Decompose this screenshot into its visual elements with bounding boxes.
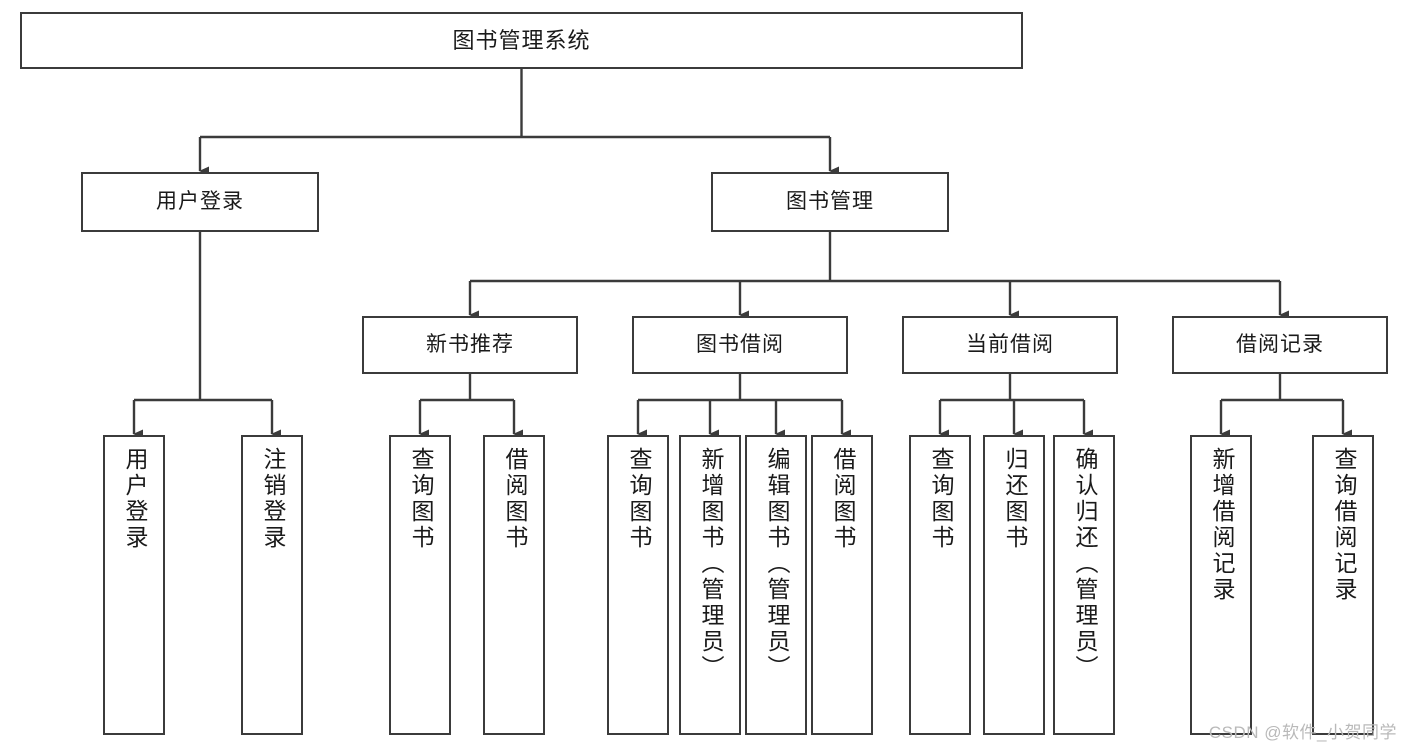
node-label: 用户登录 [156, 189, 244, 213]
node-records[interactable]: 借阅记录 [1172, 316, 1388, 374]
node-l-bb-edit[interactable]: 编辑图书（管理员） [745, 435, 807, 735]
node-label: 新增借阅记录 [1208, 447, 1235, 603]
node-newbook[interactable]: 新书推荐 [362, 316, 578, 374]
node-label: 借阅记录 [1236, 332, 1324, 356]
node-label: 查询图书 [927, 447, 954, 551]
node-root[interactable]: 图书管理系统 [20, 12, 1023, 69]
node-label: 图书管理系统 [452, 27, 591, 53]
node-current[interactable]: 当前借阅 [902, 316, 1118, 374]
node-label: 借阅图书 [829, 447, 856, 551]
node-bookmgmt[interactable]: 图书管理 [711, 172, 949, 232]
node-l-userlogin[interactable]: 用户登录 [103, 435, 165, 735]
node-l-bb-lend[interactable]: 借阅图书 [811, 435, 873, 735]
node-l-cb-ret[interactable]: 归还图书 [983, 435, 1045, 735]
node-login[interactable]: 用户登录 [81, 172, 319, 232]
node-label: 当前借阅 [966, 332, 1054, 356]
node-label: 图书管理 [786, 189, 874, 213]
node-label: 注销登录 [259, 447, 286, 551]
node-l-cb-query[interactable]: 查询图书 [909, 435, 971, 735]
node-label: 归还图书 [1001, 447, 1028, 551]
node-label: 查询图书 [407, 447, 434, 551]
node-label: 查询图书 [625, 447, 652, 551]
node-label: 新书推荐 [426, 332, 514, 356]
node-label: 编辑图书（管理员） [763, 447, 790, 681]
node-borrow[interactable]: 图书借阅 [632, 316, 848, 374]
node-l-bb-query[interactable]: 查询图书 [607, 435, 669, 735]
node-label: 新增图书（管理员） [697, 447, 724, 681]
node-l-logout[interactable]: 注销登录 [241, 435, 303, 735]
node-label: 确认归还（管理员） [1071, 447, 1098, 681]
node-l-rc-add[interactable]: 新增借阅记录 [1190, 435, 1252, 735]
node-l-nb-query[interactable]: 查询图书 [389, 435, 451, 735]
node-label: 借阅图书 [501, 447, 528, 551]
node-l-rc-query[interactable]: 查询借阅记录 [1312, 435, 1374, 735]
node-l-nb-borrow[interactable]: 借阅图书 [483, 435, 545, 735]
node-label: 图书借阅 [696, 332, 784, 356]
node-label: 用户登录 [121, 447, 148, 551]
node-label: 查询借阅记录 [1330, 447, 1357, 603]
node-l-cb-conf[interactable]: 确认归还（管理员） [1053, 435, 1115, 735]
node-l-bb-add[interactable]: 新增图书（管理员） [679, 435, 741, 735]
